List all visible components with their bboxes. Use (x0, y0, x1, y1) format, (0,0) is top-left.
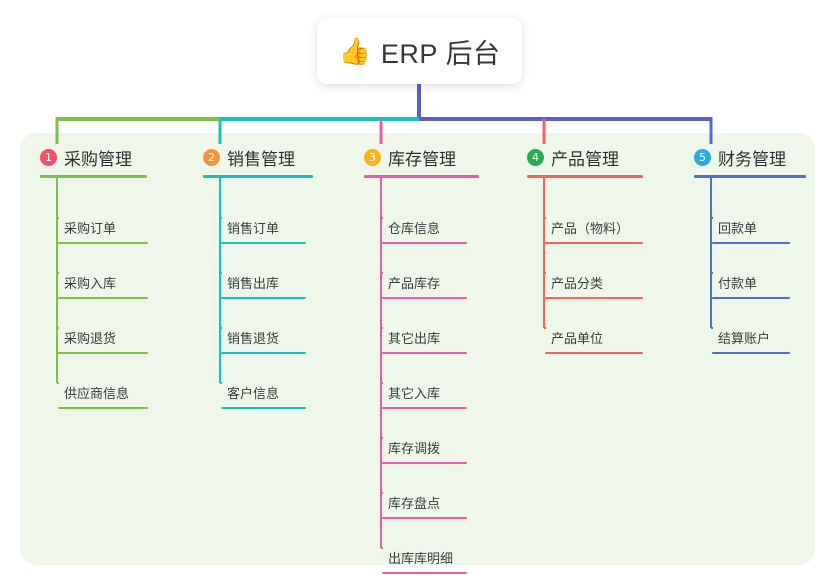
leaf-item-label: 销售退货 (227, 331, 280, 346)
branch-column-3: 3 库存管理仓库信息产品库存其它出库其它入库库存调拨库存盘点出库库明细 (364, 146, 479, 574)
branch-header-2[interactable]: 2 销售管理 (203, 146, 313, 169)
branch-header-3[interactable]: 3 库存管理 (364, 146, 479, 169)
leaf-item-rule (712, 297, 790, 299)
leaf-item[interactable]: 其它出库 (382, 328, 467, 354)
branch-number-badge: 4 (527, 148, 544, 166)
leaf-item-label: 客户信息 (227, 386, 280, 401)
leaf-item-rule (58, 352, 148, 354)
leaf-item-rule (58, 242, 148, 244)
root-title: ERP 后台 (380, 38, 501, 69)
leaf-item-label: 采购退货 (64, 331, 117, 346)
leaf-item-rule (221, 407, 306, 409)
branch-column-2: 2 销售管理销售订单销售出库销售退货客户信息 (203, 146, 313, 409)
leaf-item-rule (382, 242, 467, 244)
branch-header-4[interactable]: 4 产品管理 (527, 146, 643, 169)
leaf-item-rule (712, 352, 790, 354)
leaf-item-rule (221, 297, 306, 299)
leaf-item[interactable]: 客户信息 (221, 383, 306, 409)
leaf-item-label: 产品分类 (551, 276, 604, 291)
branch-column-4: 4 产品管理产品（物料） 产品分类产品单位 (527, 146, 643, 354)
branch-column-1: 1 采购管理采购订单采购入库采购退货供应商信息 (40, 146, 148, 409)
leaf-item[interactable]: 供应商信息 (58, 383, 148, 409)
leaf-item-rule (545, 242, 643, 244)
branch-title: 库存管理 (388, 149, 456, 169)
leaf-item-label: 产品库存 (388, 276, 441, 291)
leaf-item[interactable]: 库存盘点 (382, 493, 467, 519)
leaf-item-label: 其它出库 (388, 331, 441, 346)
leaf-item[interactable]: 回款单 (712, 218, 790, 244)
leaf-item[interactable]: 销售出库 (221, 273, 306, 299)
leaf-item[interactable]: 其它入库 (382, 383, 467, 409)
leaf-item[interactable]: 销售订单 (221, 218, 306, 244)
branch-title: 财务管理 (718, 149, 786, 169)
leaf-item-rule (545, 352, 643, 354)
branch-header-rule (527, 175, 643, 178)
leaf-item-rule (382, 407, 467, 409)
branch-header-5[interactable]: 5 财务管理 (694, 146, 806, 169)
leaf-item[interactable]: 采购订单 (58, 218, 148, 244)
leaf-item-rule (382, 297, 467, 299)
leaf-item[interactable]: 采购退货 (58, 328, 148, 354)
leaf-item-rule (382, 352, 467, 354)
branch-column-5: 5 财务管理回款单付款单结算账户 (694, 146, 806, 354)
leaf-item[interactable]: 出库库明细 (382, 548, 467, 574)
leaf-item[interactable]: 结算账户 (712, 328, 790, 354)
leaf-item-rule (221, 352, 306, 354)
leaf-item[interactable]: 库存调拨 (382, 438, 467, 464)
leaf-item[interactable]: 产品分类 (545, 273, 643, 299)
branch-header-rule (203, 175, 313, 178)
leaf-item-rule (545, 297, 643, 299)
leaf-item-label: 销售订单 (227, 221, 280, 236)
leaf-item-label: 结算账户 (718, 331, 771, 346)
branch-header-1[interactable]: 1 采购管理 (40, 146, 147, 169)
leaf-item[interactable]: 产品库存 (382, 273, 467, 299)
leaf-item-label: 采购入库 (64, 276, 117, 291)
leaf-item-label: 回款单 (718, 221, 758, 236)
branch-title: 销售管理 (227, 149, 295, 169)
leaf-item-label: 产品单位 (551, 331, 604, 346)
branch-number-badge: 5 (694, 148, 711, 166)
branch-number-badge: 3 (364, 148, 381, 166)
branch-title: 产品管理 (551, 149, 619, 169)
leaf-item[interactable]: 仓库信息 (382, 218, 467, 244)
branch-header-rule (40, 175, 147, 178)
branch-number-badge: 2 (203, 148, 220, 166)
leaf-item[interactable]: 产品单位 (545, 328, 643, 354)
leaf-item[interactable]: 采购入库 (58, 273, 148, 299)
leaf-item[interactable]: 销售退货 (221, 328, 306, 354)
leaf-item-rule (58, 407, 148, 409)
leaf-item-label: 其它入库 (388, 386, 441, 401)
branch-number-badge: 1 (40, 148, 57, 166)
leaf-item-rule (382, 462, 467, 464)
leaf-item-label: 出库库明细 (388, 551, 454, 566)
leaf-item[interactable]: 付款单 (712, 273, 790, 299)
leaf-item-label: 产品（物料） (551, 221, 630, 236)
leaf-item-rule (382, 517, 467, 519)
leaf-item-label: 销售出库 (227, 276, 280, 291)
leaf-item-label: 库存盘点 (388, 496, 441, 511)
leaf-item-label: 供应商信息 (64, 386, 130, 401)
leaf-item-label: 付款单 (718, 276, 758, 291)
leaf-item-rule (221, 242, 306, 244)
thumbs-up-icon: 👍 (338, 36, 371, 66)
branch-header-rule (364, 175, 479, 178)
diagram-panel (20, 133, 815, 565)
branch-header-rule (694, 175, 806, 178)
root-node[interactable]: 👍 ERP 后台 (317, 18, 522, 84)
leaf-item-label: 采购订单 (64, 221, 117, 236)
leaf-item-label: 库存调拨 (388, 441, 441, 456)
leaf-item-rule (58, 297, 148, 299)
leaf-item-rule (712, 242, 790, 244)
branch-title: 采购管理 (64, 149, 132, 169)
leaf-item-rule (382, 572, 467, 574)
leaf-item-label: 仓库信息 (388, 221, 441, 236)
leaf-item[interactable]: 产品（物料） (545, 218, 643, 244)
